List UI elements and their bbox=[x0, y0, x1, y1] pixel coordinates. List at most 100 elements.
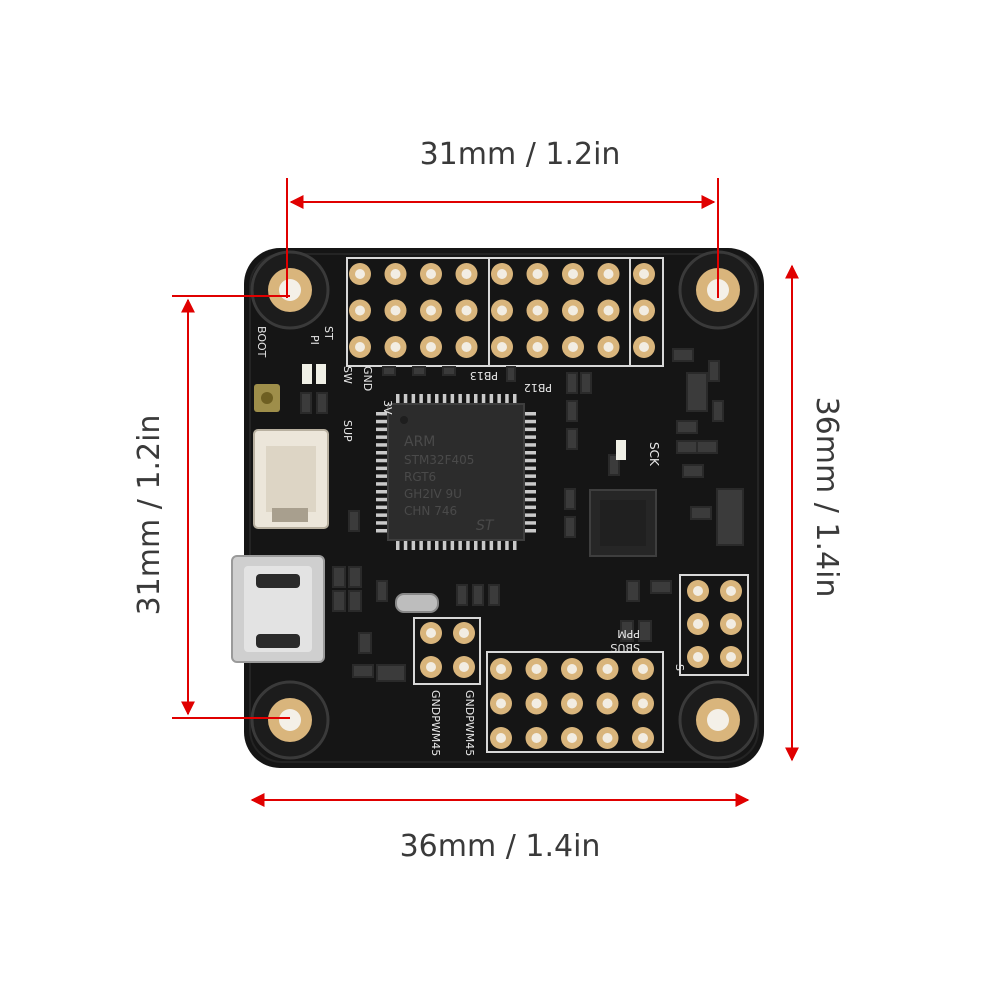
silk-sck: SCK bbox=[647, 442, 661, 467]
smd-part-body bbox=[350, 592, 360, 610]
solder-pad-hole bbox=[693, 619, 703, 629]
mcu-marking-4: GH2IV 9U bbox=[404, 487, 462, 501]
mcu-pin bbox=[376, 490, 390, 494]
mcu-pin bbox=[466, 538, 470, 550]
header-pads-top bbox=[349, 263, 655, 358]
mcu-pin bbox=[376, 458, 390, 463]
mcu-pin bbox=[376, 482, 390, 486]
smd-part-body bbox=[582, 374, 590, 392]
mcu-pin bbox=[396, 538, 400, 550]
smd-part-body bbox=[458, 586, 466, 604]
mcu-pin bbox=[522, 412, 536, 416]
solder-pad-hole bbox=[532, 305, 543, 316]
solder-pad-hole bbox=[639, 342, 649, 352]
mcu-pin bbox=[442, 538, 447, 550]
mcu-pin bbox=[522, 529, 536, 533]
smd-part-body bbox=[568, 374, 576, 392]
mcu-pin bbox=[376, 497, 390, 502]
smd-part-body bbox=[474, 586, 482, 604]
solder-pad-hole bbox=[531, 698, 542, 709]
boot-button bbox=[254, 384, 280, 412]
solder-pad-hole bbox=[497, 305, 507, 316]
mcu-pin bbox=[376, 513, 390, 517]
mcu-pin bbox=[522, 482, 536, 486]
smd-part-body bbox=[610, 456, 618, 474]
mcu-pin bbox=[419, 538, 423, 550]
solder-pad-hole bbox=[568, 269, 578, 279]
mcu-pin bbox=[505, 538, 509, 550]
mcu-pin bbox=[450, 394, 455, 406]
smd-part-body bbox=[378, 582, 386, 600]
mcu-pin bbox=[376, 474, 390, 478]
smd-part-body bbox=[444, 368, 454, 374]
smd-part-body bbox=[674, 350, 692, 360]
mcu-pin bbox=[411, 538, 416, 550]
smd-part-body bbox=[566, 518, 574, 536]
mcu-pin bbox=[458, 538, 462, 550]
mcu-pin bbox=[522, 474, 536, 478]
mcu-pin bbox=[376, 443, 390, 447]
solder-pad-hole bbox=[390, 269, 401, 279]
mcu-pin bbox=[403, 538, 408, 550]
smd-part-body bbox=[652, 582, 670, 592]
smd-part-body bbox=[684, 466, 702, 476]
solder-pad-hole bbox=[531, 664, 542, 674]
mounting-hole-tl bbox=[250, 250, 330, 330]
silk-boot: BOOT bbox=[255, 326, 268, 358]
smd-part-body bbox=[566, 490, 574, 508]
smd-part-body bbox=[302, 394, 310, 412]
mcu-pin bbox=[376, 451, 390, 455]
mcu-pin bbox=[376, 521, 390, 525]
silk-ppm: PPM bbox=[617, 627, 640, 640]
smd-part-body bbox=[640, 622, 650, 640]
mcu-pin bbox=[522, 419, 536, 424]
silk-pb12: PB12 bbox=[524, 381, 552, 394]
smd-part-body bbox=[622, 622, 632, 640]
solder-pad-hole bbox=[496, 733, 506, 743]
jst-connector bbox=[253, 429, 329, 529]
solder-pad-hole bbox=[568, 305, 578, 316]
solder-pad-hole bbox=[726, 652, 736, 662]
mcu-pin bbox=[427, 538, 431, 550]
header-pads-bottom bbox=[490, 658, 654, 749]
mcu-pin bbox=[474, 538, 478, 550]
smd-part-body bbox=[678, 442, 696, 452]
mcu-pin bbox=[376, 412, 390, 416]
smd-part-body bbox=[490, 586, 498, 604]
mcu-pin bbox=[474, 394, 478, 406]
smd-part-body bbox=[628, 582, 638, 600]
mcu-pin bbox=[497, 394, 501, 406]
solder-pad-hole bbox=[390, 305, 401, 316]
gyro-chip bbox=[589, 489, 657, 557]
st-logo: ST bbox=[476, 518, 495, 534]
solder-pad-hole bbox=[497, 342, 507, 352]
solder-pad-hole bbox=[603, 269, 614, 279]
smd-part-body bbox=[710, 362, 718, 380]
smd-part-body bbox=[568, 402, 576, 420]
mcu-pin bbox=[481, 394, 486, 406]
mcu-pin bbox=[522, 513, 536, 517]
smd-part-body bbox=[414, 368, 424, 374]
dimension-arrows bbox=[172, 178, 799, 807]
mcu-pin bbox=[435, 538, 439, 550]
mcu-pin bbox=[376, 466, 390, 471]
smd-part-body bbox=[384, 368, 394, 374]
solder-pad-hole bbox=[532, 269, 543, 279]
silk-gndpwm-1: GNDPWM45 bbox=[429, 690, 442, 756]
solder-pad-hole bbox=[639, 269, 649, 279]
mcu-marking-5: CHN 746 bbox=[404, 504, 457, 518]
smd-part-body bbox=[350, 568, 360, 586]
smd-part-body bbox=[378, 666, 404, 680]
solder-pad-hole bbox=[496, 698, 506, 709]
solder-pad-hole bbox=[693, 586, 703, 596]
mcu-pin bbox=[427, 394, 431, 406]
dimension-label-top: 31mm / 1.2in bbox=[419, 137, 621, 172]
solder-pad-hole bbox=[496, 664, 506, 674]
smd-part-body bbox=[568, 430, 576, 448]
smd-part-body bbox=[318, 394, 326, 412]
solder-pad-hole bbox=[693, 652, 703, 662]
mcu-pin bbox=[522, 443, 536, 447]
mcu-pin bbox=[513, 394, 517, 406]
silk-sbus: SBUS bbox=[610, 641, 640, 654]
